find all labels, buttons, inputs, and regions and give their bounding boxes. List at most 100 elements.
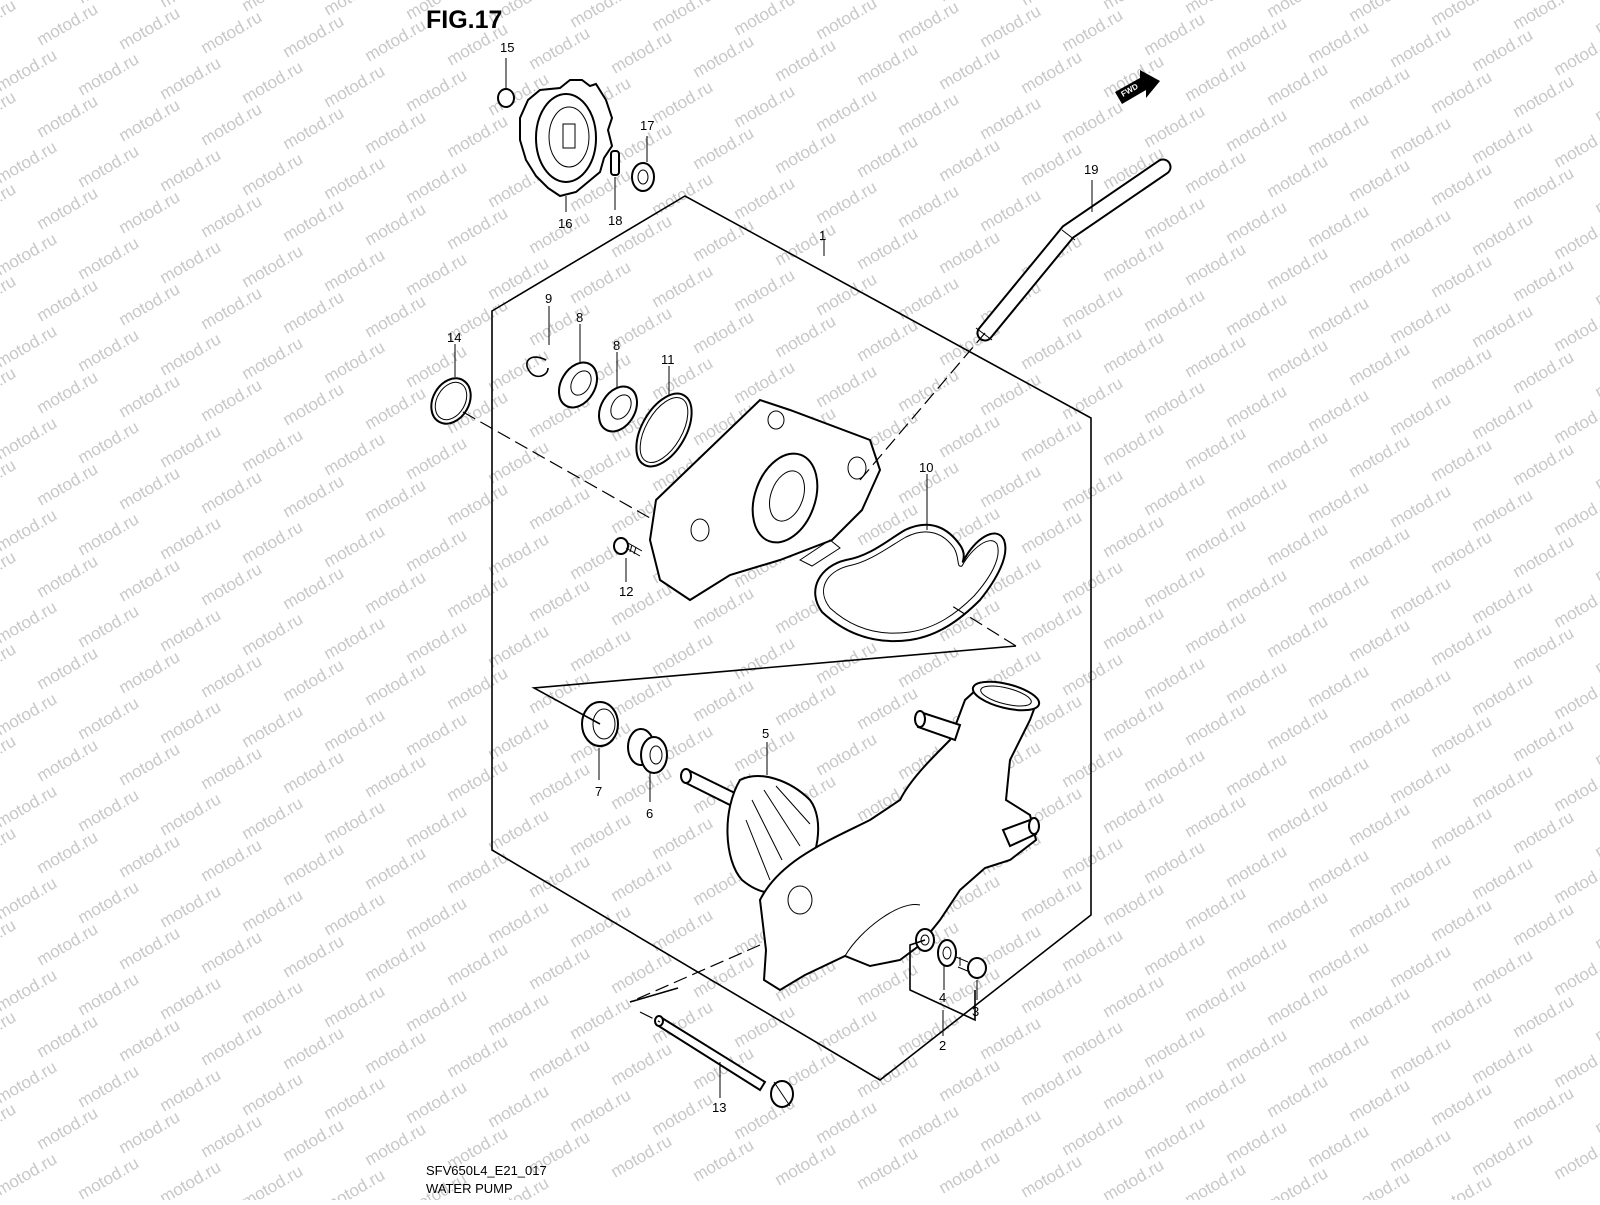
watermark-text: motod.ru [526, 943, 594, 993]
watermark-text: motod.ru [1059, 741, 1127, 791]
watermark-text: motod.ru [1592, 811, 1600, 861]
watermark-text: motod.ru [157, 237, 225, 287]
watermark-text: motod.ru [608, 855, 676, 905]
watermark-text: motod.ru [1141, 561, 1209, 611]
watermark-text: motod.ru [731, 357, 799, 407]
watermark-text: motod.ru [321, 1073, 389, 1123]
figure-title: FIG.17 [426, 6, 502, 35]
watermark-text: motod.ru [1059, 557, 1127, 607]
watermark-text: motod.ru [0, 1099, 19, 1149]
mechanical-seal [628, 729, 667, 773]
watermark-text: motod.ru [567, 625, 635, 675]
watermark-text: motod.ru [649, 1089, 717, 1139]
watermark-text: motod.ru [1551, 1041, 1600, 1091]
watermark-text: motod.ru [1469, 485, 1537, 535]
watermark-text: motod.ru [280, 1023, 348, 1073]
watermark-text: motod.ru [485, 345, 553, 395]
watermark-text: motod.ru [1346, 707, 1414, 757]
watermark-text: motod.ru [854, 1051, 922, 1101]
watermark-text: motod.ru [157, 789, 225, 839]
watermark-text: motod.ru [75, 509, 143, 559]
watermark-text: motod.ru [1182, 1067, 1250, 1117]
watermark-text: motod.ru [1100, 1155, 1168, 1200]
watermark-text: motod.ru [1387, 113, 1455, 163]
watermark-text: motod.ru [1264, 1163, 1332, 1200]
watermark-text: motod.ru [34, 367, 102, 417]
watermark-text: motod.ru [731, 0, 799, 39]
watermark-text: motod.ru [1592, 995, 1600, 1045]
watermark-text: motod.ru [1182, 515, 1250, 565]
watermark-text: motod.ru [198, 99, 266, 149]
watermark-text: motod.ru [321, 705, 389, 755]
watermark-text: motod.ru [567, 901, 635, 951]
watermark-text: motod.ru [690, 215, 758, 265]
watermark-text: motod.ru [157, 145, 225, 195]
gasket-washer [938, 940, 956, 966]
watermark-text: motod.ru [977, 1013, 1045, 1063]
watermark-text: motod.ru [362, 291, 430, 341]
watermark-text: motod.ru [1182, 55, 1250, 105]
watermark-text: motod.ru [198, 7, 266, 57]
watermark-text: motod.ru [1469, 669, 1537, 719]
watermark-text: motod.ru [731, 1001, 799, 1051]
watermark-text: motod.ru [198, 467, 266, 517]
watermark-text: motod.ru [1223, 13, 1291, 63]
watermark-text: motod.ru [854, 39, 922, 89]
watermark-text: motod.ru [526, 1035, 594, 1085]
watermark-text: motod.ru [1059, 97, 1127, 147]
watermark-text: motod.ru [1469, 301, 1537, 351]
watermark-text: motod.ru [1182, 791, 1250, 841]
watermark-text: motod.ru [567, 993, 635, 1043]
watermark-text: motod.ru [34, 919, 102, 969]
watermark-text: motod.ru [608, 763, 676, 813]
watermark-text: motod.ru [157, 421, 225, 471]
callout-17: 17 [640, 118, 654, 133]
watermark-text: motod.ru [608, 1131, 676, 1181]
watermark-text: motod.ru [34, 275, 102, 325]
watermark-text: motod.ru [1100, 695, 1168, 745]
watermark-text: motod.ru [1141, 9, 1209, 59]
watermark-text: motod.ru [1182, 883, 1250, 933]
watermark-text: motod.ru [1510, 255, 1578, 305]
watermark-text: motod.ru [1264, 887, 1332, 937]
watermark-text: motod.ru [1223, 1025, 1291, 1075]
watermark-text: motod.ru [321, 521, 389, 571]
watermark-text: motod.ru [1551, 581, 1600, 631]
watermark-text: motod.ru [1018, 47, 1086, 97]
watermark-text: motod.ru [895, 181, 963, 231]
watermark-text: motod.ru [1100, 971, 1168, 1021]
watermark-text: motod.ru [936, 1147, 1004, 1197]
watermark-text: motod.ru [157, 53, 225, 103]
watermark-text: motod.ru [198, 375, 266, 425]
watermark-text: motod.ru [0, 731, 19, 781]
watermark-text: motod.ru [362, 1027, 430, 1077]
watermark-text: motod.ru [1223, 1117, 1291, 1167]
watermark-text: motod.ru [895, 365, 963, 415]
watermark-text: motod.ru [1551, 857, 1600, 907]
watermark-text: motod.ru [0, 87, 19, 137]
watermark-text: motod.ru [75, 1153, 143, 1200]
watermark-text: motod.ru [1059, 465, 1127, 515]
watermark-text: motod.ru [403, 525, 471, 575]
watermark-text: motod.ru [1018, 1059, 1086, 1109]
watermark-text: motod.ru [75, 601, 143, 651]
watermark-text: motod.ru [1387, 21, 1455, 71]
watermark-text: motod.ru [1387, 849, 1455, 899]
watermark-text: motod.ru [157, 697, 225, 747]
watermark-text: motod.ru [1428, 987, 1496, 1037]
watermark-text: motod.ru [854, 683, 922, 733]
watermark-text: motod.ru [813, 177, 881, 227]
watermark-text: motod.ru [75, 877, 143, 927]
watermark-text: motod.ru [1510, 623, 1578, 673]
watermark-text: motod.ru [1469, 853, 1537, 903]
watermark-text: motod.ru [895, 641, 963, 691]
watermark-text: motod.ru [1551, 213, 1600, 263]
watermark-text: motod.ru [444, 939, 512, 989]
watermark-text: motod.ru [1018, 139, 1086, 189]
watermark-text: motod.ru [485, 1081, 553, 1131]
watermark-text: motod.ru [34, 1011, 102, 1061]
watermark-text: motod.ru [1305, 661, 1373, 711]
watermark-text: motod.ru [1428, 527, 1496, 577]
snap-ring [498, 89, 514, 107]
